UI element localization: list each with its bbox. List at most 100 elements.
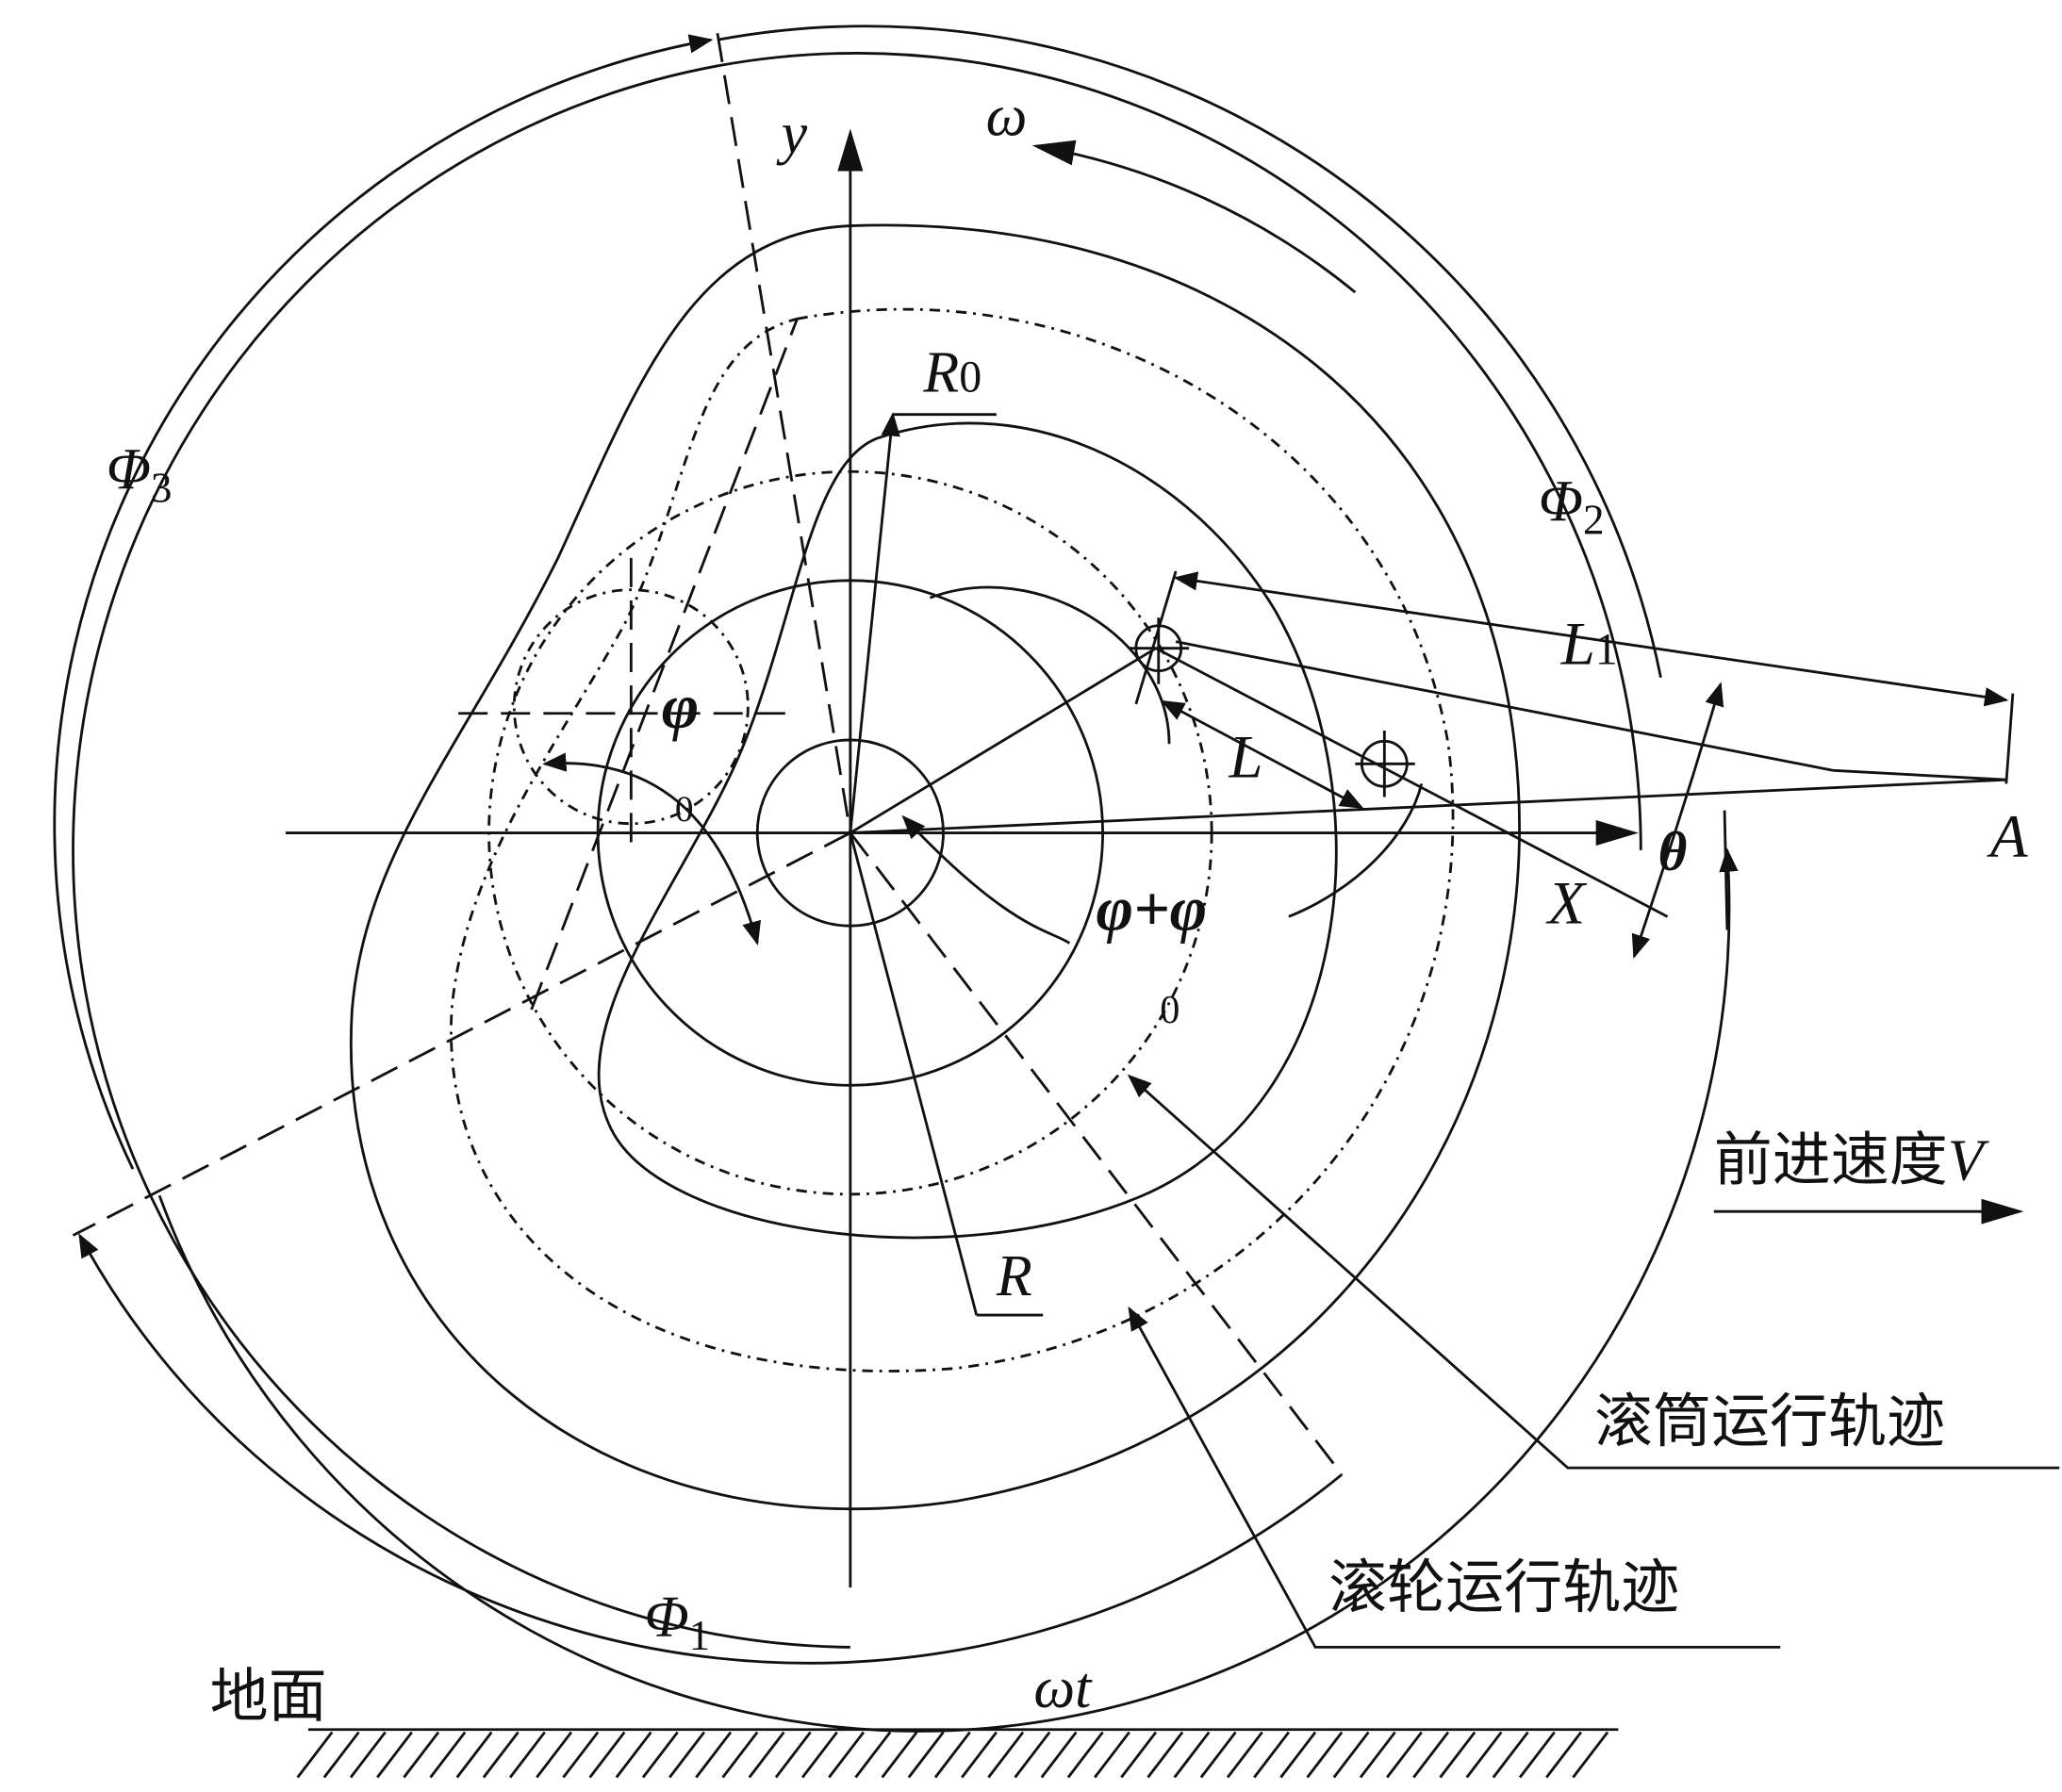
- ground-hatch-line: [1146, 1731, 1184, 1779]
- ground: [296, 1728, 1619, 1779]
- Phi1-label: Φ1: [644, 1586, 710, 1659]
- ground-hatch-line: [1439, 1731, 1476, 1779]
- ground-hatch-line: [695, 1731, 733, 1779]
- ground-hatch-line: [961, 1731, 998, 1779]
- L1-dimension: [1173, 571, 2009, 707]
- ground-hatch-line: [615, 1731, 652, 1779]
- ground-hatch-line: [641, 1731, 679, 1779]
- ground-hatch-line: [1199, 1731, 1237, 1779]
- ground-label: 地面: [210, 1662, 327, 1731]
- ground-hatch-line: [1253, 1731, 1290, 1779]
- ground-hatch-line: [403, 1731, 440, 1779]
- drum-trajectory-leader: [1127, 1074, 2060, 1470]
- ground-hatch-line: [907, 1731, 945, 1779]
- outer-cam-profile: [349, 223, 1521, 1510]
- ground-hatch-line: [1359, 1731, 1396, 1779]
- Phi3-label: Φ3: [107, 438, 173, 512]
- ground-hatch-line: [322, 1731, 360, 1779]
- phi-phi0-arc: [901, 814, 1071, 945]
- phi2-boundary-line: [849, 831, 1344, 1476]
- phi-arc-right: [1288, 783, 1424, 918]
- phi1-arc: [78, 1233, 1344, 1665]
- axes: [285, 128, 1639, 1587]
- drum-trajectory-circle: [487, 469, 1213, 1196]
- ground-hatch-line: [455, 1731, 493, 1779]
- pivot-link: [850, 647, 1157, 834]
- L1-extension: [2004, 693, 2015, 784]
- X-label: X: [1545, 869, 1588, 937]
- ground-hatch-line: [536, 1731, 573, 1779]
- ground-hatch-line: [854, 1731, 892, 1779]
- arm-tip: [1833, 768, 2006, 781]
- ground-hatch-line: [1173, 1731, 1211, 1779]
- theta-ext: [1723, 810, 1729, 930]
- ground-hatch-line: [1518, 1731, 1556, 1779]
- pivot-2: [1355, 731, 1415, 797]
- L1-label: L1: [1560, 611, 1618, 679]
- phi0-arc: [542, 752, 761, 945]
- theta-label: θ: [1658, 820, 1688, 882]
- omega-label: ω: [986, 85, 1028, 149]
- ground-hatch-line: [1014, 1731, 1051, 1779]
- links: [542, 412, 2015, 1317]
- ground-hatch-line: [881, 1731, 918, 1779]
- ground-hatch-line: [1066, 1731, 1104, 1779]
- line-to-A: [850, 778, 2006, 834]
- ground-hatch-line: [376, 1731, 413, 1779]
- ground-hatch-line: [774, 1731, 812, 1779]
- phi1-boundary-line: [72, 831, 851, 1237]
- ground-hatch-line: [933, 1731, 971, 1779]
- omega-arrow-arc: [1031, 140, 1357, 294]
- ground-hatch-line: [1120, 1731, 1158, 1779]
- ground-hatch-line: [668, 1731, 705, 1779]
- ground-hatch-line: [828, 1731, 866, 1779]
- L-dimension: [1160, 699, 1364, 810]
- R-radius: [849, 832, 979, 1316]
- phi2-arc: [717, 25, 1662, 678]
- roller-trajectory-leader: [1128, 1306, 1781, 1649]
- roller-tangent-line: [530, 318, 799, 1011]
- ground-hatch-line: [1572, 1731, 1609, 1779]
- ground-hatch-line: [1094, 1731, 1130, 1779]
- L-label: L: [1228, 723, 1262, 791]
- ground-hatch-line: [1492, 1731, 1529, 1779]
- ground-hatch-line: [429, 1731, 467, 1779]
- R0-radius: [849, 412, 900, 833]
- Phi2-label: Φ2: [1539, 469, 1605, 543]
- outer-arc-phi3: [72, 52, 1642, 1649]
- ground-hatch-line: [987, 1731, 1025, 1779]
- ground-hatch-line: [1226, 1731, 1263, 1779]
- ground-hatch-line: [1306, 1731, 1344, 1779]
- A-label: A: [1987, 803, 2028, 871]
- ground-hatch-line: [508, 1731, 546, 1779]
- pivot-extension: [1134, 570, 1178, 705]
- ground-hatch-line: [1412, 1731, 1450, 1779]
- ground-hatch-line: [349, 1731, 387, 1779]
- roller-trajectory-profile: [450, 307, 1455, 1373]
- circles: [53, 25, 1739, 1733]
- ground-hatch-line: [1465, 1731, 1503, 1779]
- ground-hatch-line: [1332, 1731, 1370, 1779]
- inner-cam-profile: [597, 421, 1338, 1240]
- roller-trajectory-label: 滚轮运行轨迹: [1328, 1553, 1679, 1621]
- y-axis-label: y: [776, 102, 808, 166]
- ground-hatch-line: [1040, 1731, 1078, 1779]
- R-label: R: [996, 1244, 1032, 1308]
- pivot-1: [1129, 617, 1190, 684]
- radial-lines: [72, 33, 1344, 1476]
- outer-arc-omega-t: [157, 847, 1739, 1733]
- ground-hatch-line: [296, 1731, 334, 1779]
- phi3-boundary-line: [716, 33, 852, 833]
- ground-hatch-line: [1545, 1731, 1583, 1779]
- phi3-arc: [53, 34, 714, 1170]
- ground-hatch-line: [1279, 1731, 1317, 1779]
- R0-label: R0: [922, 341, 982, 405]
- ground-hatch-line: [588, 1731, 626, 1779]
- ground-hatch-line: [748, 1731, 785, 1779]
- cam-inner-arc: [929, 585, 1171, 745]
- omega-t-label: ωt: [1033, 1656, 1093, 1720]
- ground-hatch-line: [482, 1731, 520, 1779]
